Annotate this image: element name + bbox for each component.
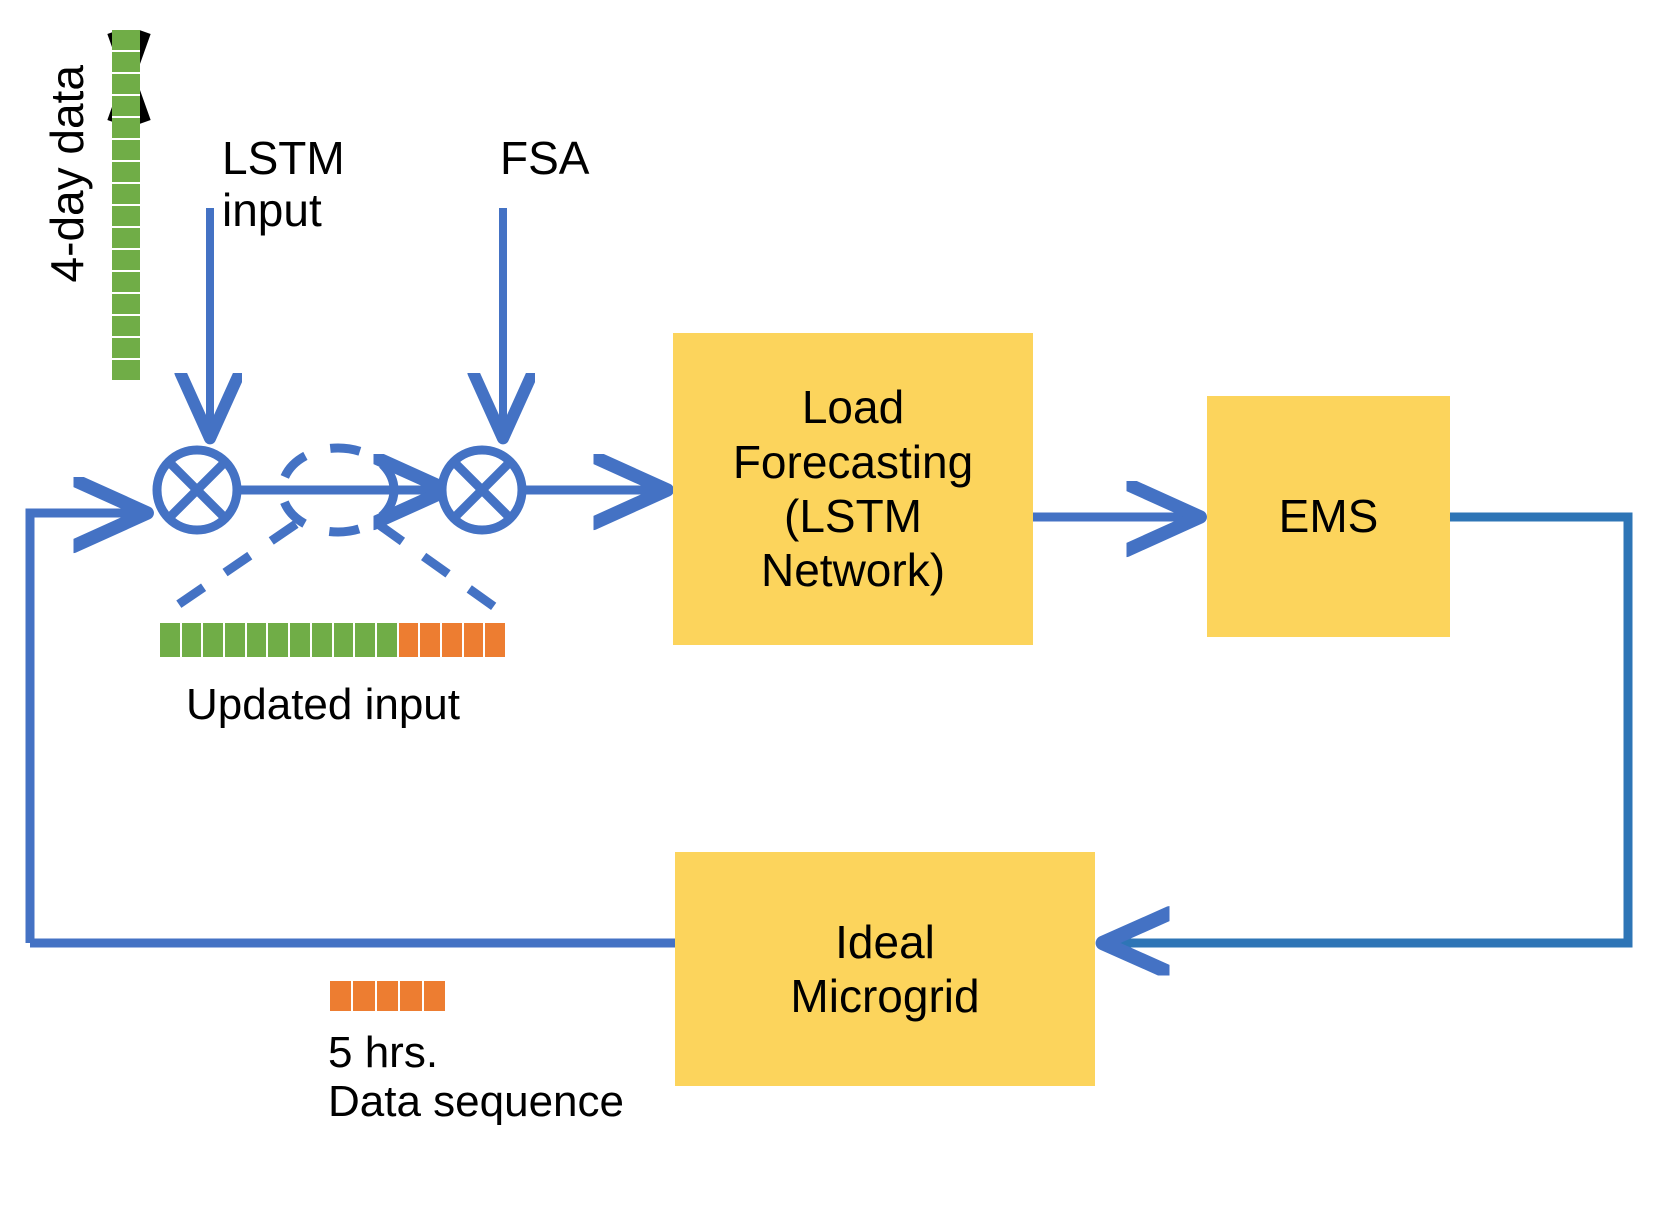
data-segment-orange xyxy=(441,623,464,657)
data-segment xyxy=(112,338,140,360)
updated-input-bar xyxy=(160,623,505,657)
data-segment xyxy=(112,250,140,272)
data-segment-green xyxy=(333,623,356,657)
data-segment xyxy=(112,206,140,228)
mixer-junction-2[interactable] xyxy=(437,445,527,535)
data-segment-green xyxy=(181,623,204,657)
lstm-input-label: LSTM input xyxy=(222,132,345,236)
legend-label: 5 hrs.Data sequence xyxy=(328,1028,624,1127)
data-segment-orange xyxy=(353,981,377,1011)
data-segment xyxy=(112,228,140,250)
data-segment-orange xyxy=(376,981,401,1011)
data-segment-orange xyxy=(423,981,446,1011)
data-segment xyxy=(112,96,140,118)
data-segment-green xyxy=(290,623,312,657)
data-segment-orange xyxy=(485,623,505,657)
data-segment xyxy=(112,184,140,206)
data-segment-green xyxy=(203,623,226,657)
data-segment-green xyxy=(268,623,291,657)
data-segment-green xyxy=(246,623,269,657)
link-ems-ideal-microgrid xyxy=(1110,512,1633,943)
updated-input-label: Updated input xyxy=(186,680,460,729)
dashed-callout-left-leg xyxy=(163,520,299,617)
data-segment-orange xyxy=(398,623,421,657)
feedback-loop-left xyxy=(25,513,140,943)
dashed-callout-ellipse xyxy=(277,443,399,537)
load-forecasting-box[interactable]: Load Forecasting (LSTM Network) xyxy=(673,333,1033,645)
data-segment xyxy=(112,316,140,338)
data-segment-orange xyxy=(420,623,442,657)
ems-box[interactable]: EMS xyxy=(1207,396,1450,637)
data-segment xyxy=(112,30,140,52)
data-segment xyxy=(112,118,140,140)
data-segment xyxy=(112,360,140,380)
data-segment-green xyxy=(355,623,377,657)
data-segment-green xyxy=(376,623,399,657)
data-segment-green xyxy=(225,623,247,657)
data-segment-orange xyxy=(463,623,486,657)
data-segment xyxy=(112,74,140,96)
data-segment xyxy=(112,294,140,316)
data-segment xyxy=(112,272,140,294)
four-day-data-label: 4-day data xyxy=(41,65,94,283)
fsa-label: FSA xyxy=(500,132,590,184)
data-segment xyxy=(112,140,140,162)
legend-sequence-text: Data sequence xyxy=(328,1077,624,1127)
data-segment xyxy=(112,162,140,184)
mixer-junction-1[interactable] xyxy=(152,445,242,535)
legend-data-sequence-bar xyxy=(330,981,446,1011)
four-day-data-bar xyxy=(112,30,140,380)
legend-duration-text: 5 hrs. xyxy=(328,1028,439,1077)
data-segment-green xyxy=(160,623,182,657)
dashed-callout-right-leg xyxy=(375,520,506,617)
data-segment-orange xyxy=(400,981,424,1011)
data-segment xyxy=(112,52,140,74)
data-segment-orange xyxy=(330,981,354,1011)
ideal-microgrid-box[interactable]: Ideal Microgrid xyxy=(675,852,1095,1086)
data-segment-green xyxy=(311,623,334,657)
